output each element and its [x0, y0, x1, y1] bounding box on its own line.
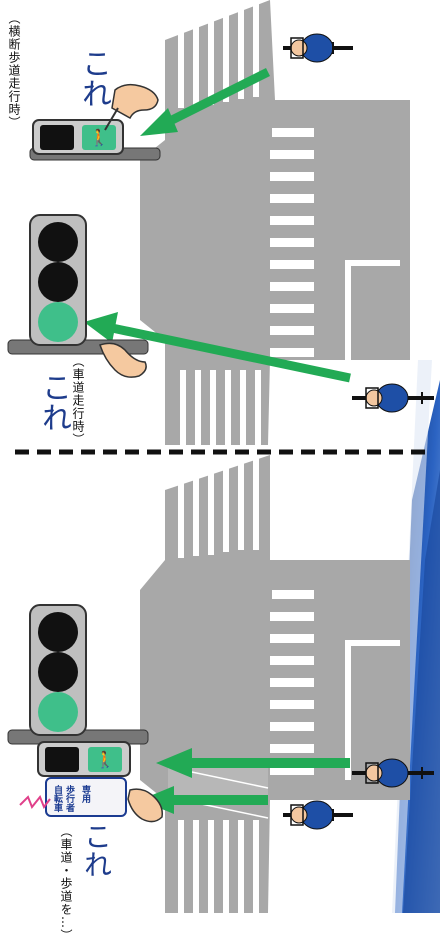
sign-text-col-3: 専用: [80, 785, 90, 803]
arrow-roadway-bottom: [156, 748, 350, 778]
top-crosswalk-right: [270, 128, 314, 357]
roadway-label: （車道走行時）: [71, 355, 85, 446]
pointing-hand-middle: [99, 342, 147, 378]
pointer-text-bottom: これ: [80, 822, 113, 878]
bottom-road: [140, 455, 410, 913]
svg-text:🚶: 🚶: [95, 750, 115, 769]
sign-text-col-1: 自転車: [52, 785, 62, 812]
top-crosswalk-bottom: [180, 370, 261, 445]
pointing-hand-top: [104, 83, 159, 131]
cyclist-bottom-left: [283, 800, 353, 830]
pointer-text-middle: これ: [36, 372, 71, 432]
vehicle-signal-bottom: [7, 604, 149, 745]
intersection-diagram: 🚶 🚶: [7, 0, 440, 913]
crosswalk-label: （横断歩道走行時）: [7, 12, 21, 129]
bottom-crosswalk-right: [270, 590, 314, 775]
pedestrian-signal-top: 🚶: [29, 119, 161, 161]
cyclist-middle: [352, 383, 434, 413]
bottom-crosswalk-bottom: [178, 820, 259, 913]
cyclist-top: [283, 33, 353, 63]
bottom-crosswalk-top: [178, 456, 259, 558]
vehicle-signal-top: [7, 214, 149, 355]
top-crosswalk-top: [178, 3, 259, 108]
cyclist-bottom-right: [352, 758, 434, 788]
bottom-stop-line: [345, 640, 400, 780]
bicycle-pedestrian-sign: [19, 777, 127, 817]
svg-text:🚶: 🚶: [89, 128, 109, 147]
pointing-hand-bottom: [127, 788, 164, 823]
sign-text-col-2: 歩行者: [64, 785, 74, 812]
pointer-text-top: これ: [76, 48, 111, 108]
bottom-label: （車道・歩道を…）: [59, 825, 73, 942]
top-road: [140, 0, 410, 445]
arrow-crosswalk-top: [140, 67, 271, 136]
top-stop-line: [345, 260, 400, 410]
pedestrian-signal-bottom: 🚶: [37, 741, 131, 777]
arrow-roadway-top: [84, 312, 351, 383]
